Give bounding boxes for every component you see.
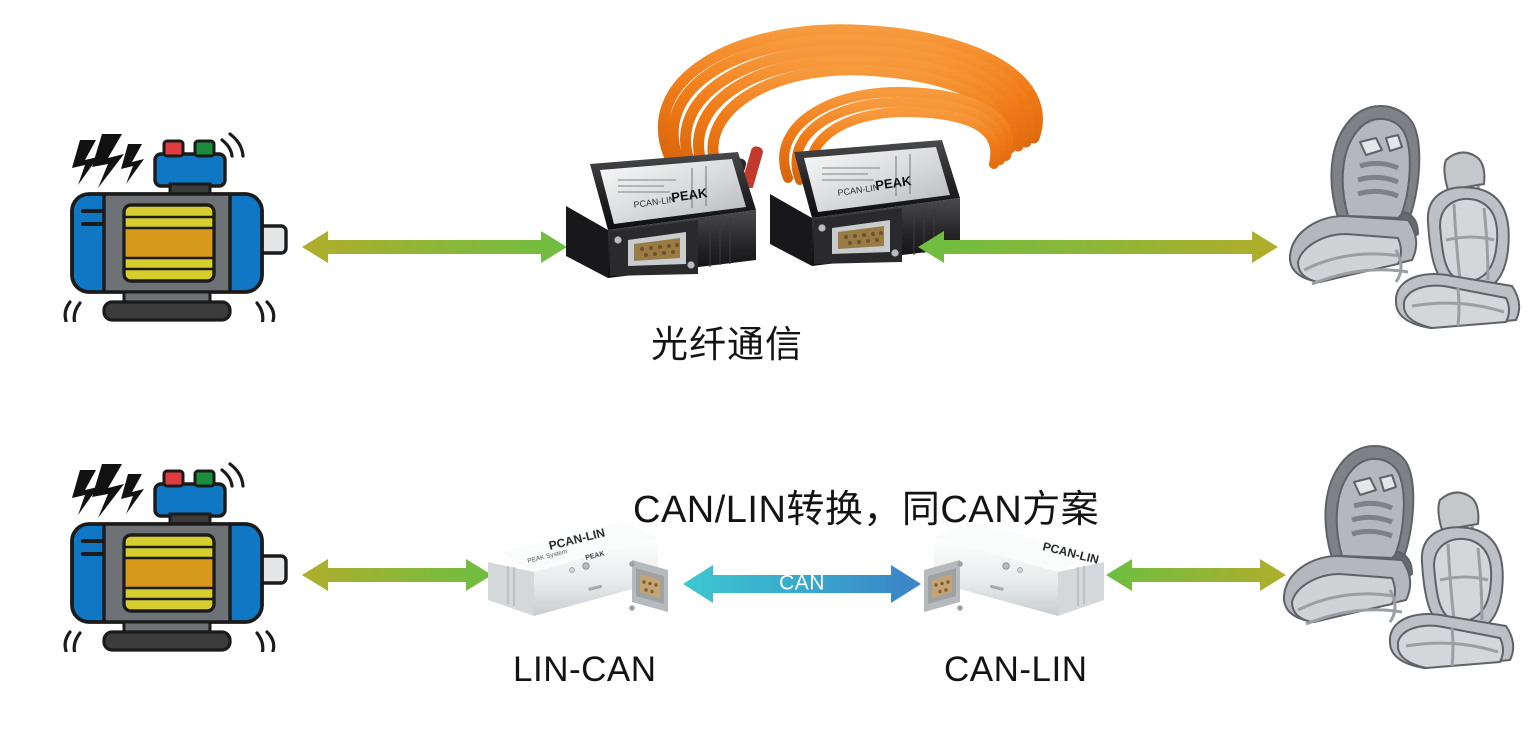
motor-coil-stripes bbox=[124, 215, 214, 271]
svg-text:PEAK: PEAK bbox=[874, 173, 912, 193]
db9-connector bbox=[614, 232, 695, 269]
motor-button-green bbox=[193, 139, 216, 158]
device-right-caption: CAN-LIN bbox=[944, 650, 1088, 689]
pcan-fiber-device-left: PCAN-LIN PEAK bbox=[560, 152, 756, 284]
motor-lightning-icon bbox=[72, 134, 144, 188]
motor-vibration-lines-left bbox=[63, 630, 82, 652]
motor-junction-box bbox=[153, 152, 227, 188]
svg-text:PEAK: PEAK bbox=[670, 185, 708, 205]
motor-to-converter-arrow bbox=[302, 228, 567, 266]
canlin-to-seats-arrow bbox=[1106, 556, 1286, 594]
motor-vibration-lines-top bbox=[220, 132, 245, 158]
pcan-lin-device-right: PCAN-LIN bbox=[912, 516, 1110, 626]
motor-vibration-lines-right bbox=[255, 300, 276, 322]
device-left-caption: LIN-CAN bbox=[513, 650, 657, 689]
db9-connector bbox=[818, 220, 899, 257]
motor-junction-box bbox=[153, 482, 227, 518]
pcan-lin-device-left: PCAN-LIN PEAK System PEAK bbox=[482, 516, 680, 626]
standard-seat bbox=[1389, 491, 1515, 669]
motor-coil-core bbox=[124, 228, 214, 258]
motor-base bbox=[102, 630, 232, 652]
car-seats-bottom bbox=[1262, 440, 1528, 670]
motor-button-red bbox=[162, 469, 185, 488]
motor-vibration-lines-left bbox=[63, 300, 82, 322]
pcan-fiber-device-right: PCAN-LIN PEAK bbox=[764, 140, 960, 272]
motor-vents bbox=[81, 539, 104, 556]
car-seats-top bbox=[1268, 100, 1534, 330]
motor-button-green bbox=[193, 469, 216, 488]
converter-to-seats-arrow bbox=[918, 228, 1278, 266]
motor-to-lincan-arrow bbox=[302, 556, 492, 594]
can-bus-arrow: CAN bbox=[683, 562, 921, 606]
motor-lightning-icon bbox=[72, 464, 144, 518]
db9-connector bbox=[924, 560, 963, 612]
fiber-caption: 光纤通信 bbox=[651, 324, 803, 365]
electric-motor-bottom bbox=[52, 452, 312, 652]
motor-vibration-lines-top bbox=[220, 462, 245, 488]
sport-seat bbox=[1289, 104, 1421, 286]
electric-motor-top bbox=[52, 122, 312, 322]
db9-connector bbox=[629, 560, 668, 612]
motor-base bbox=[102, 300, 232, 322]
motor-vents bbox=[81, 209, 104, 226]
sport-seat bbox=[1283, 444, 1415, 626]
standard-seat bbox=[1395, 151, 1521, 329]
motor-button-red bbox=[162, 139, 185, 158]
motor-vibration-lines-right bbox=[255, 630, 276, 652]
motor-coil-stripes bbox=[124, 545, 214, 601]
conversion-caption: CAN/LIN转换，同CAN方案 bbox=[633, 489, 1100, 531]
svg-text:PEAK: PEAK bbox=[585, 550, 606, 561]
motor-coil-core bbox=[124, 558, 214, 588]
